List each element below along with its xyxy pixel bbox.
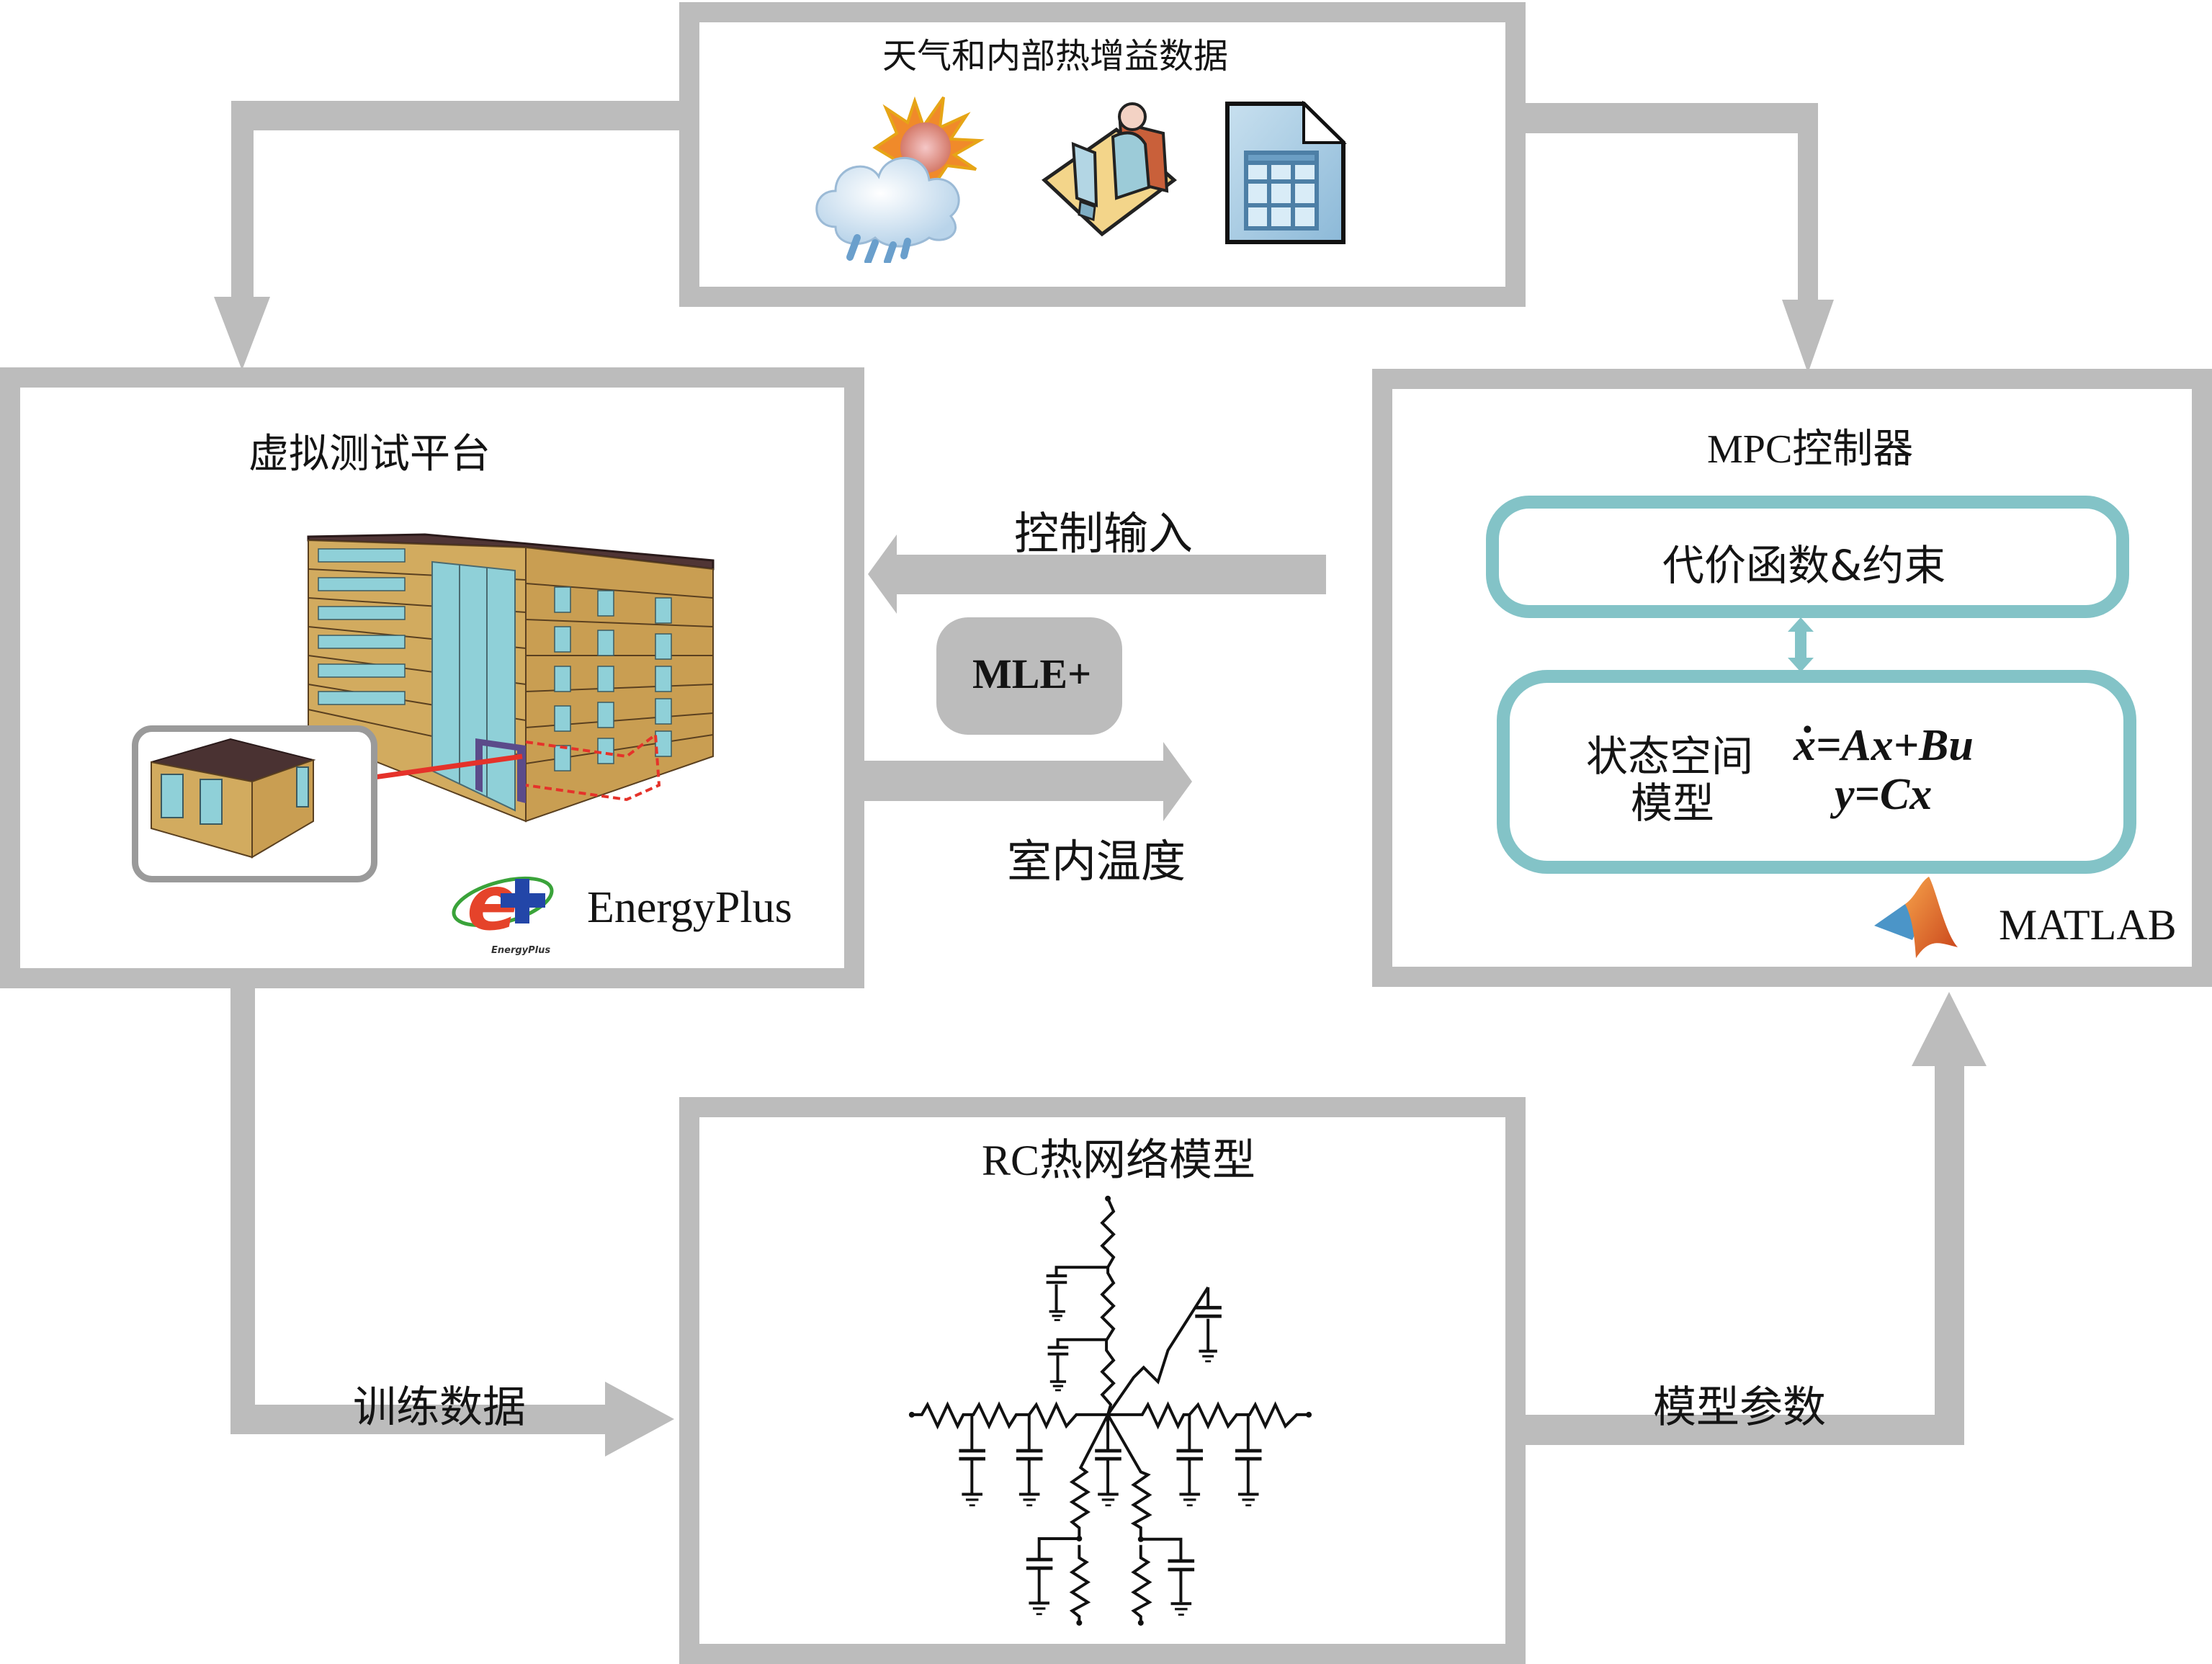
x-dot-symbol: x· xyxy=(1794,705,1816,770)
rc-thermal-network-title: RC热网络模型 xyxy=(982,1125,1255,1188)
state-space-label-line2: 模型 xyxy=(1631,779,1715,828)
cost-function-constraints-block[interactable] xyxy=(1486,496,2129,618)
arrow-weather-to-mpc xyxy=(1513,103,1834,373)
rc-circuit-diagram xyxy=(908,1195,1312,1626)
arrow-training-data xyxy=(230,980,674,1457)
spreadsheet-document-icon xyxy=(1225,101,1347,244)
mle-plus-block[interactable] xyxy=(936,617,1122,735)
energyplus-logo-icon: e EnergyPlus xyxy=(452,859,554,956)
arrow-weather-to-testbed xyxy=(214,101,691,370)
state-space-model-block[interactable] xyxy=(1497,670,2136,874)
state-space-label-line1: 状态空间 xyxy=(1586,732,1754,781)
arrow-control-input xyxy=(868,534,1326,614)
weather-internal-gains-title: 天气和内部热增益数据 xyxy=(882,36,1229,76)
rc-thermal-network-box xyxy=(679,1097,1526,1664)
indoor-temperature-label: 室内温度 xyxy=(1007,835,1186,887)
svg-text:EnergyPlus: EnergyPlus xyxy=(491,945,550,956)
arrow-indoor-temperature xyxy=(864,742,1192,821)
output-equation: y=Cx xyxy=(1835,770,1933,819)
energyplus-logo-text: EnergyPlus xyxy=(587,883,792,932)
state-equation: x·=Ax+Bu xyxy=(1794,705,1974,771)
training-data-label: 训练数据 xyxy=(353,1382,526,1433)
cost-function-constraints-label: 代价函数&约束 xyxy=(1662,541,1946,590)
arrow-model-parameters xyxy=(1513,992,1987,1445)
matlab-logo-text: MATLAB xyxy=(1999,901,2177,949)
state-equation-rest: =Ax+Bu xyxy=(1816,721,1974,770)
control-input-label: 控制输入 xyxy=(1014,507,1194,560)
mpc-controller-title: MPC控制器 xyxy=(1707,416,1913,475)
mpc-controller-title-text: MPC控制器 xyxy=(1707,427,1914,472)
person-at-desk-icon xyxy=(1042,102,1177,237)
mle-plus-label: MLE+ xyxy=(972,650,1092,697)
single-zone-illustration xyxy=(151,738,316,859)
bidirectional-arrow-icon xyxy=(1788,617,1814,672)
model-parameters-label: 模型参数 xyxy=(1653,1382,1826,1433)
rc-title-text: RC热网络模型 xyxy=(982,1137,1256,1184)
virtual-testbed-title: 虚拟测试平台 xyxy=(248,431,491,478)
matlab-logo-icon xyxy=(1874,877,1958,958)
weather-cloud-sun-rain-icon xyxy=(815,96,985,263)
